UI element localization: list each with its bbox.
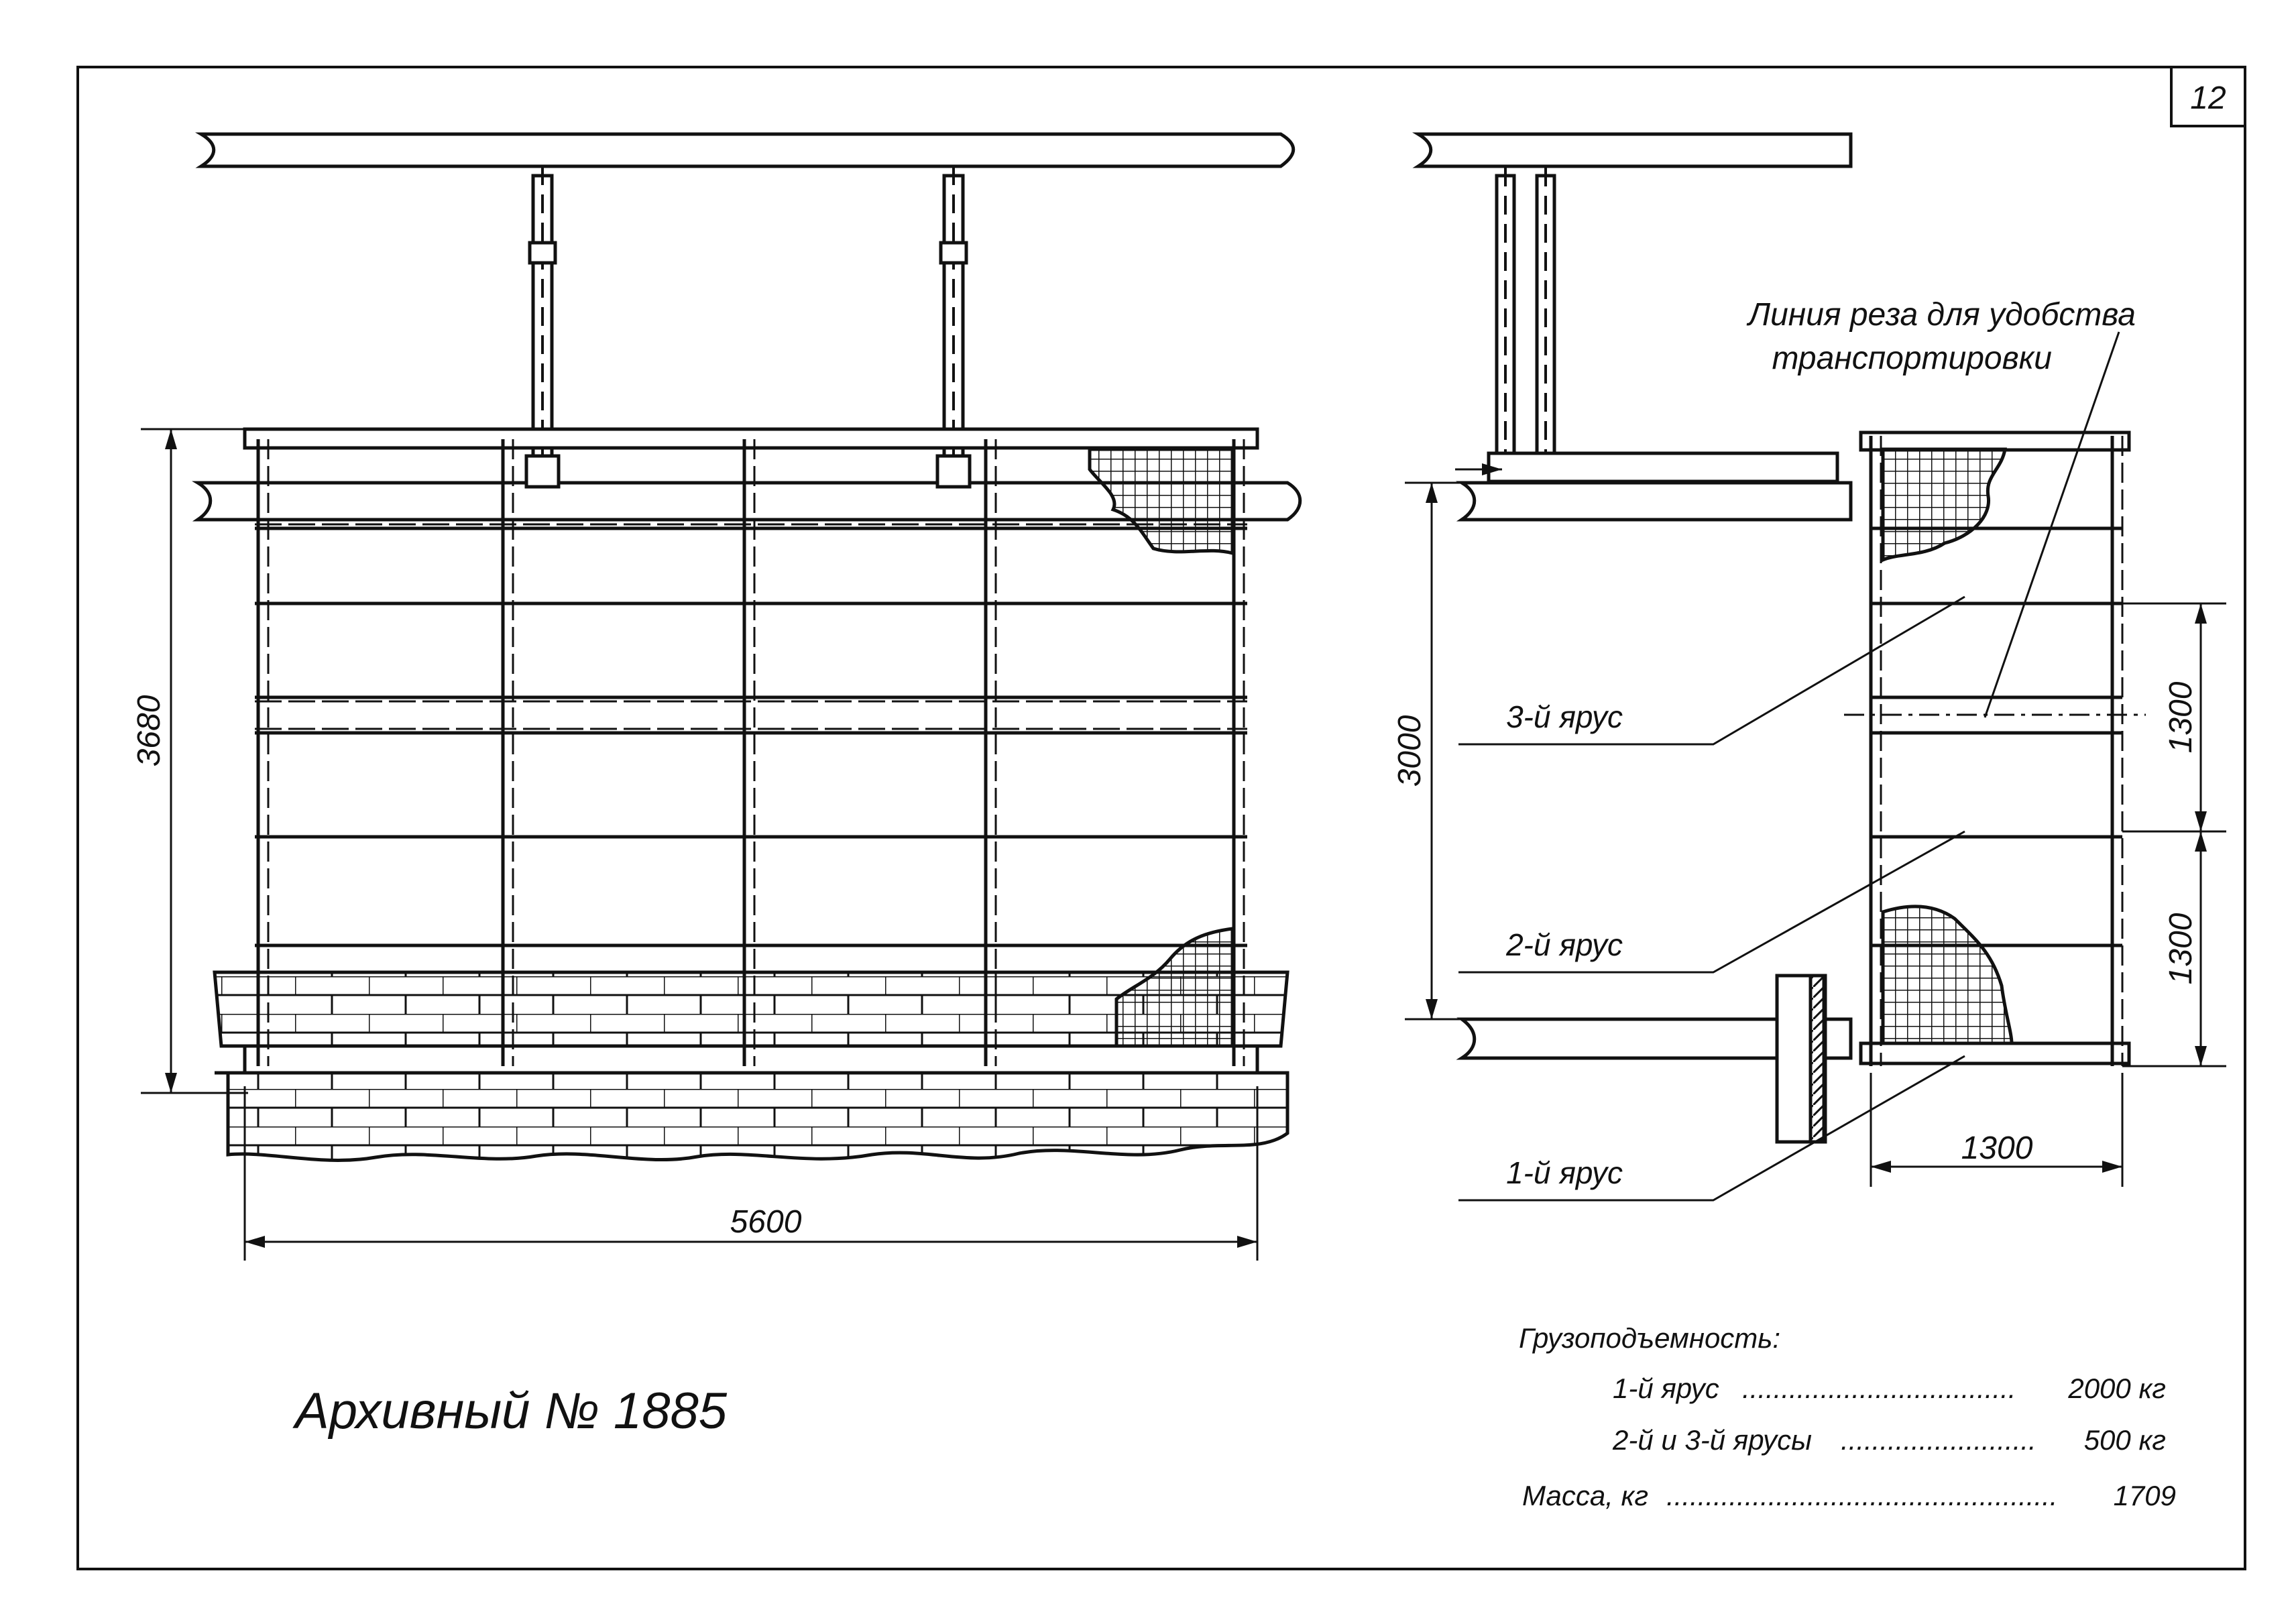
spec-row-1-leader: ................................... xyxy=(1742,1373,2016,1404)
spec-row-1-label: 1-й ярус xyxy=(1613,1373,1719,1404)
front-width-dimension: 5600 xyxy=(730,1204,802,1240)
side-upper-floor-slab xyxy=(1455,481,1853,522)
suspension-rods xyxy=(524,166,972,489)
sheet-frame xyxy=(76,66,2246,1570)
ceiling-slab xyxy=(194,132,1296,168)
top-rail xyxy=(243,427,1259,450)
side-mesh-bottom xyxy=(1881,905,2014,1045)
upper-floor-slab xyxy=(191,481,1302,522)
side-bottom-rail xyxy=(1859,1041,2131,1065)
mesh-fragment-bottom xyxy=(1114,927,1235,1048)
spec-row-2-leader: ......................... xyxy=(1841,1424,2036,1456)
spec-row-1-value: 2000 кг xyxy=(2067,1373,2166,1404)
spec-mass-value: 1709 xyxy=(2114,1480,2176,1511)
cantilever-beam xyxy=(1487,451,1839,483)
side-tier-lower-dimension: 1300 xyxy=(2163,913,2199,984)
side-top-rail xyxy=(1859,430,2131,452)
side-height-dimension: 3000 xyxy=(1392,715,1428,787)
side-mesh-top xyxy=(1881,447,2007,563)
horizontal-rails xyxy=(255,523,1247,947)
bottom-rail xyxy=(243,1044,1259,1075)
front-height-dimension: 3680 xyxy=(131,695,167,766)
spec-row-2-label: 2-й и 3-й ярусы xyxy=(1612,1424,1812,1456)
tier-2-label: 2-й ярус xyxy=(1505,927,1623,962)
side-rails xyxy=(1871,526,2122,947)
archive-number: Архивный № 1885 xyxy=(292,1383,728,1440)
cut-line-label-1: Линия реза для удобства xyxy=(1746,297,2136,333)
mesh-fragment-top xyxy=(1088,447,1235,556)
brick-foundation xyxy=(215,1071,1289,1162)
brick-wall xyxy=(213,970,1289,1048)
front-view xyxy=(141,132,1302,1261)
spec-mass-leader: ........................................… xyxy=(1666,1480,2057,1511)
tier-3-label: 3-й ярус xyxy=(1506,699,1623,734)
spec-row-2-value: 500 кг xyxy=(2084,1424,2166,1456)
side-lower-floor-slab xyxy=(1456,1017,1853,1060)
side-ceiling-slab xyxy=(1412,132,1853,168)
side-tier-upper-dimension: 1300 xyxy=(2163,681,2199,753)
specs-title: Грузоподъемность: xyxy=(1519,1322,1780,1354)
sheet-number: 12 xyxy=(2190,80,2226,116)
spec-mass-label: Масса, кг xyxy=(1522,1480,1648,1511)
cut-line-label-2: транспортировки xyxy=(1772,341,2052,376)
sheet-number-box xyxy=(2170,66,2246,127)
side-view xyxy=(1405,132,2226,1202)
side-width-dimension: 1300 xyxy=(1961,1130,2033,1166)
tier-1-label: 1-й ярус xyxy=(1506,1155,1623,1190)
